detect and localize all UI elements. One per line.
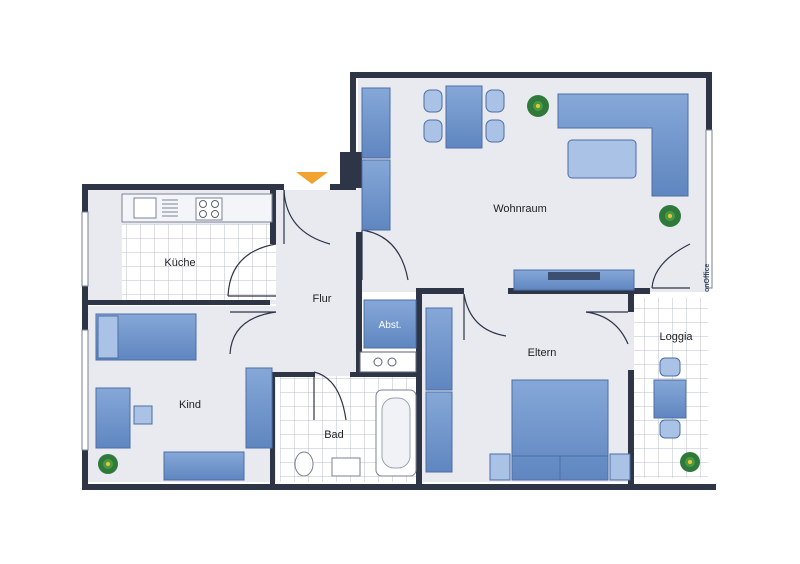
doors <box>227 189 691 421</box>
table <box>653 379 687 419</box>
room-label-wohnraum: Wohnraum <box>493 203 547 215</box>
pipe-icon <box>373 357 383 367</box>
plant-icon <box>527 95 549 117</box>
stove <box>195 197 223 221</box>
washbasin <box>331 457 361 477</box>
furniture-bad <box>294 389 417 477</box>
floor-kueche-tiles <box>122 224 276 300</box>
plant-icon <box>98 454 118 474</box>
coffee-table <box>567 139 637 179</box>
furniture-eltern <box>425 307 631 481</box>
kitchen-counter <box>121 193 273 223</box>
plants <box>98 95 700 474</box>
chair <box>659 419 681 439</box>
wardrobe <box>425 307 453 391</box>
pipe-icon <box>387 357 397 367</box>
plant-icon <box>659 205 681 227</box>
walls <box>82 72 716 490</box>
entry-arrow-icon <box>296 172 328 184</box>
wardrobe <box>245 367 273 449</box>
chair <box>659 357 681 377</box>
room-label-loggia: Loggia <box>659 331 693 343</box>
wall-cabinet <box>361 87 391 159</box>
corner-sofa <box>557 93 689 197</box>
pillow <box>97 315 119 359</box>
windows <box>81 129 713 451</box>
brand-logo: onOffice <box>704 264 711 292</box>
furniture-loggia <box>653 357 687 439</box>
room-label-abst: Abst. <box>379 320 402 331</box>
chair <box>133 405 153 425</box>
room-label-bad: Bad <box>324 429 344 441</box>
bathtub-basin <box>381 397 411 469</box>
sink <box>133 197 157 219</box>
tv <box>548 272 600 280</box>
wall-cabinet <box>361 159 391 231</box>
room-label-kind: Kind <box>179 399 201 411</box>
room-label-flur: Flur <box>313 293 332 305</box>
desk <box>95 387 131 449</box>
dining-table <box>445 85 483 149</box>
furniture-kind <box>95 313 273 481</box>
nightstand <box>609 453 631 481</box>
room-label-eltern: Eltern <box>528 347 557 359</box>
wardrobe <box>425 391 453 473</box>
chair <box>423 119 443 143</box>
sideboard <box>163 451 245 481</box>
room-label-kueche: Küche <box>164 257 195 269</box>
toilet <box>294 451 314 477</box>
abstellraum-box <box>363 299 417 349</box>
chair <box>485 89 505 113</box>
chair <box>485 119 505 143</box>
chair <box>423 89 443 113</box>
furniture-wohnraum <box>361 85 689 291</box>
floor-flur <box>276 190 362 376</box>
nightstand <box>489 453 511 481</box>
plant-icon <box>680 452 700 472</box>
